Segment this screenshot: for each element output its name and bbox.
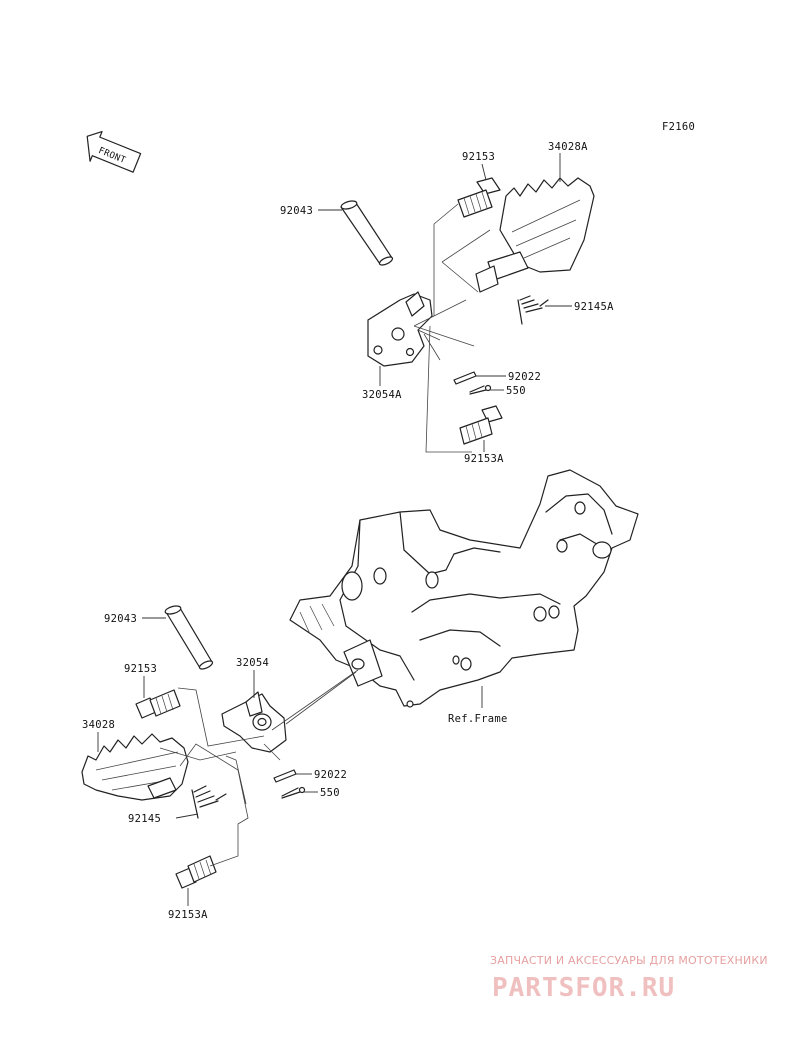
lower-bracket: [221, 691, 287, 753]
upper-footpeg: [475, 177, 595, 293]
upper-bracket: [367, 291, 441, 367]
lower-cotter-callout: 550: [320, 787, 340, 799]
lower-washer: [273, 769, 297, 783]
lower-bolt: [135, 689, 181, 719]
upper-washer: [453, 371, 477, 385]
lower-assembly-lines: [159, 669, 359, 867]
upper-bolt: [457, 177, 501, 218]
upper-lower-bolt: [459, 405, 503, 445]
upper-step-callout: 34028A: [548, 141, 588, 153]
lower-spring-leader: [175, 813, 199, 819]
watermark: ЗАПЧАСТИ И АКСЕССУАРЫ ДЛЯ МОТОТЕХНИКИ PA…: [490, 954, 768, 1003]
lower-spring: [191, 785, 227, 819]
lower-cotter-pin: [281, 786, 306, 799]
lower-lower-bolt: [175, 855, 217, 889]
figure-code: F2160: [662, 121, 695, 133]
lower-assembly: 92043 32054 92153 34028: [81, 605, 359, 921]
upper-assembly-lines: [413, 203, 491, 453]
upper-bolt-leader: [481, 163, 487, 181]
lower-footpeg: [81, 733, 189, 801]
front-arrow-icon: FRONT: [86, 130, 142, 173]
upper-assembly: 92043 92153 34028A 92145A: [280, 141, 614, 465]
upper-cotter-callout: 550: [506, 385, 526, 397]
upper-pin: [340, 200, 394, 266]
ref-frame-label: Ref.Frame: [448, 713, 508, 725]
upper-bolt-callout: 92153: [462, 151, 495, 163]
upper-spring: [517, 295, 549, 325]
lower-step-callout: 34028: [82, 719, 115, 731]
lower-bracket-callout: 32054: [236, 657, 269, 669]
upper-spring-callout: 92145A: [574, 301, 614, 313]
lower-washer-callout: 92022: [314, 769, 347, 781]
lower-pin: [164, 605, 214, 670]
upper-lower-bolt-callout: 92153A: [464, 453, 504, 465]
lower-lower-bolt-callout: 92153A: [168, 909, 208, 921]
upper-bracket-callout: 32054A: [362, 389, 402, 401]
upper-washer-callout: 92022: [508, 371, 541, 383]
watermark-tagline: ЗАПЧАСТИ И АКСЕССУАРЫ ДЛЯ МОТОТЕХНИКИ: [490, 954, 768, 967]
upper-cotter-pin: [469, 384, 492, 395]
frame: [289, 469, 639, 708]
lower-spring-callout: 92145: [128, 813, 161, 825]
upper-pin-callout: 92043: [280, 205, 313, 217]
lower-pin-callout: 92043: [104, 613, 137, 625]
watermark-logo: PARTSFOR.RU: [492, 973, 675, 1003]
lower-bolt-callout: 92153: [124, 663, 157, 675]
